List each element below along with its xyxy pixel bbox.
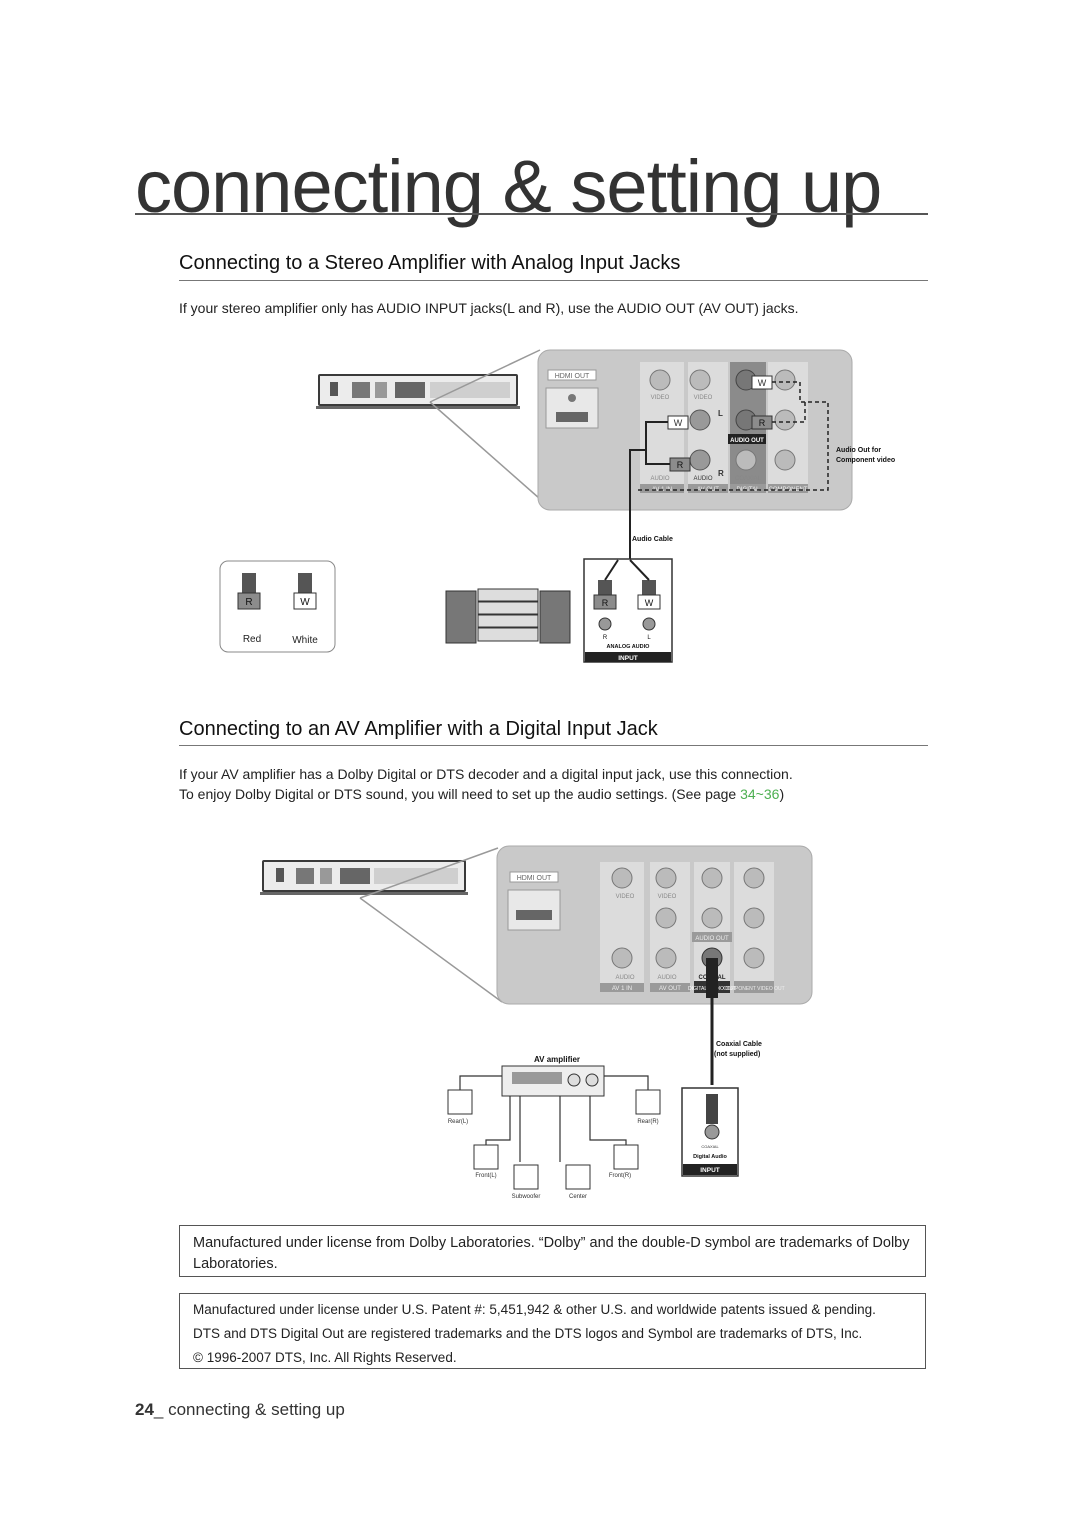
section2-title: Connecting to an AV Amplifier with a Dig… xyxy=(179,718,658,740)
chapter-title: connecting & setting up xyxy=(135,145,882,228)
hdmi-out-label: HDMI OUT xyxy=(555,373,590,380)
audio-out-component-label-2: Component video xyxy=(836,457,895,464)
rear-l-label: Rear(L) xyxy=(448,1119,468,1125)
av-amplifier-diagram: HDMI OUT VIDEO VIDEO AUDIO AUDIO COAXIAL… xyxy=(260,845,813,1200)
jack-r-label: R xyxy=(718,469,724,478)
video1-label: VIDEO xyxy=(651,395,670,401)
coaxial-label: COAXIAL xyxy=(735,476,762,482)
audio-out-component-label-1: Audio Out for xyxy=(836,447,881,454)
section1-body: If your stereo amplifier only has AUDIO … xyxy=(179,300,799,316)
svg-text:R: R xyxy=(245,597,252,608)
section1-title: Connecting to a Stereo Amplifier with An… xyxy=(179,252,681,274)
video1-label: VIDEO xyxy=(616,894,635,900)
audio-out-badge: AUDIO OUT xyxy=(730,438,764,444)
audio-cable-plugs: W R W R xyxy=(667,375,773,472)
cable-color-legend: R W Red White xyxy=(219,560,336,653)
audio1-label: AUDIO xyxy=(650,476,669,482)
footer-text: _ connecting & setting up xyxy=(153,1400,345,1419)
dvd-back-panel-zoom: HDMI OUT VIDEO VIDEO AUDIO AUDIO COAXIAL… xyxy=(496,845,813,1005)
stereo-system-illustration xyxy=(445,588,571,644)
digital-audio-label: Digital Audio xyxy=(693,1154,727,1160)
component-video-out-label: COMPONENT VIDEO OUT xyxy=(723,986,784,992)
audio2-label: AUDIO xyxy=(693,476,712,482)
svg-text:W: W xyxy=(645,598,654,608)
dts-notice: Manufactured under license under U.S. Pa… xyxy=(179,1293,926,1369)
svg-text:R: R xyxy=(602,598,609,608)
coaxial-small-label: COAXIAL xyxy=(701,1144,719,1149)
front-l-label: Front(L) xyxy=(475,1173,496,1179)
dvd-player-illustration xyxy=(260,860,468,895)
section2-rule xyxy=(179,745,928,746)
dolby-notice: Manufactured under license from Dolby La… xyxy=(179,1225,926,1277)
video2-label: VIDEO xyxy=(658,894,677,900)
svg-text:R: R xyxy=(677,460,684,470)
input-label: INPUT xyxy=(700,1167,720,1174)
front-r-label: Front(R) xyxy=(609,1173,631,1179)
subwoofer-label: Subwoofer xyxy=(512,1194,541,1200)
digital-label: DIGITAL xyxy=(737,487,761,493)
av-amplifier-label: AV amplifier xyxy=(534,1055,580,1064)
page-number: 24 xyxy=(135,1400,154,1419)
analog-audio-label: ANALOG AUDIO xyxy=(607,644,651,650)
legend-red: Red xyxy=(243,634,261,645)
svg-text:W: W xyxy=(300,597,310,608)
svg-text:R: R xyxy=(603,635,608,641)
jack-l-label: L xyxy=(718,409,723,418)
dvd-back-panel-zoom: HDMI OUT VIDEO VIDEO AUDIO AUDIO COAXIAL… xyxy=(537,349,853,511)
stereo-amplifier-diagram: HDMI OUT VIDEO VIDEO AUDIO AUDIO COAXIAL… xyxy=(219,349,895,663)
section2-body-line1: If your AV amplifier has a Dolby Digital… xyxy=(179,766,793,782)
digital-input-panel: COAXIAL Digital Audio INPUT xyxy=(681,1087,739,1177)
section2-body-line2: To enjoy Dolby Digital or DTS sound, you… xyxy=(179,786,785,802)
legend-white: White xyxy=(292,635,318,646)
audio1-label: AUDIO xyxy=(615,975,634,981)
rear-r-label: Rear(R) xyxy=(637,1119,658,1125)
hdmi-out-label: HDMI OUT xyxy=(517,875,552,882)
input-label: INPUT xyxy=(618,655,638,662)
svg-text:W: W xyxy=(758,378,767,388)
audio2-label: AUDIO xyxy=(657,975,676,981)
dts-notice-line1: Manufactured under license under U.S. Pa… xyxy=(193,1302,876,1317)
center-label: Center xyxy=(569,1194,587,1200)
audio-out-badge: AUDIO OUT xyxy=(695,936,729,942)
audio-cable-label: Audio Cable xyxy=(632,536,673,543)
page-reference-link[interactable]: 34~36 xyxy=(740,786,780,802)
video2-label: VIDEO xyxy=(694,395,713,401)
coaxial-cable-label-2: (not supplied) xyxy=(714,1051,760,1058)
svg-text:R: R xyxy=(759,418,766,428)
av1-in-label: AV 1 IN xyxy=(612,986,632,992)
dvd-player-illustration xyxy=(316,374,520,409)
page-footer: 24_ connecting & setting up xyxy=(135,1400,345,1420)
section1-rule xyxy=(179,280,928,281)
av-out-label: AV OUT xyxy=(659,986,681,992)
analog-input-panel: R W R L ANALOG AUDIO INPUT xyxy=(583,558,673,663)
dts-notice-line2: DTS and DTS Digital Out are registered t… xyxy=(193,1326,863,1341)
svg-text:W: W xyxy=(674,418,683,428)
svg-text:L: L xyxy=(647,635,651,641)
coaxial-cable-label-1: Coaxial Cable xyxy=(716,1041,762,1048)
chapter-title-rule xyxy=(135,213,928,215)
dts-notice-line3: © 1996-2007 DTS, Inc. All Rights Reserve… xyxy=(193,1350,457,1365)
av-amplifier-illustration: AV amplifier Rear(L) Rear(R) Front(L) Fr… xyxy=(447,1055,661,1200)
